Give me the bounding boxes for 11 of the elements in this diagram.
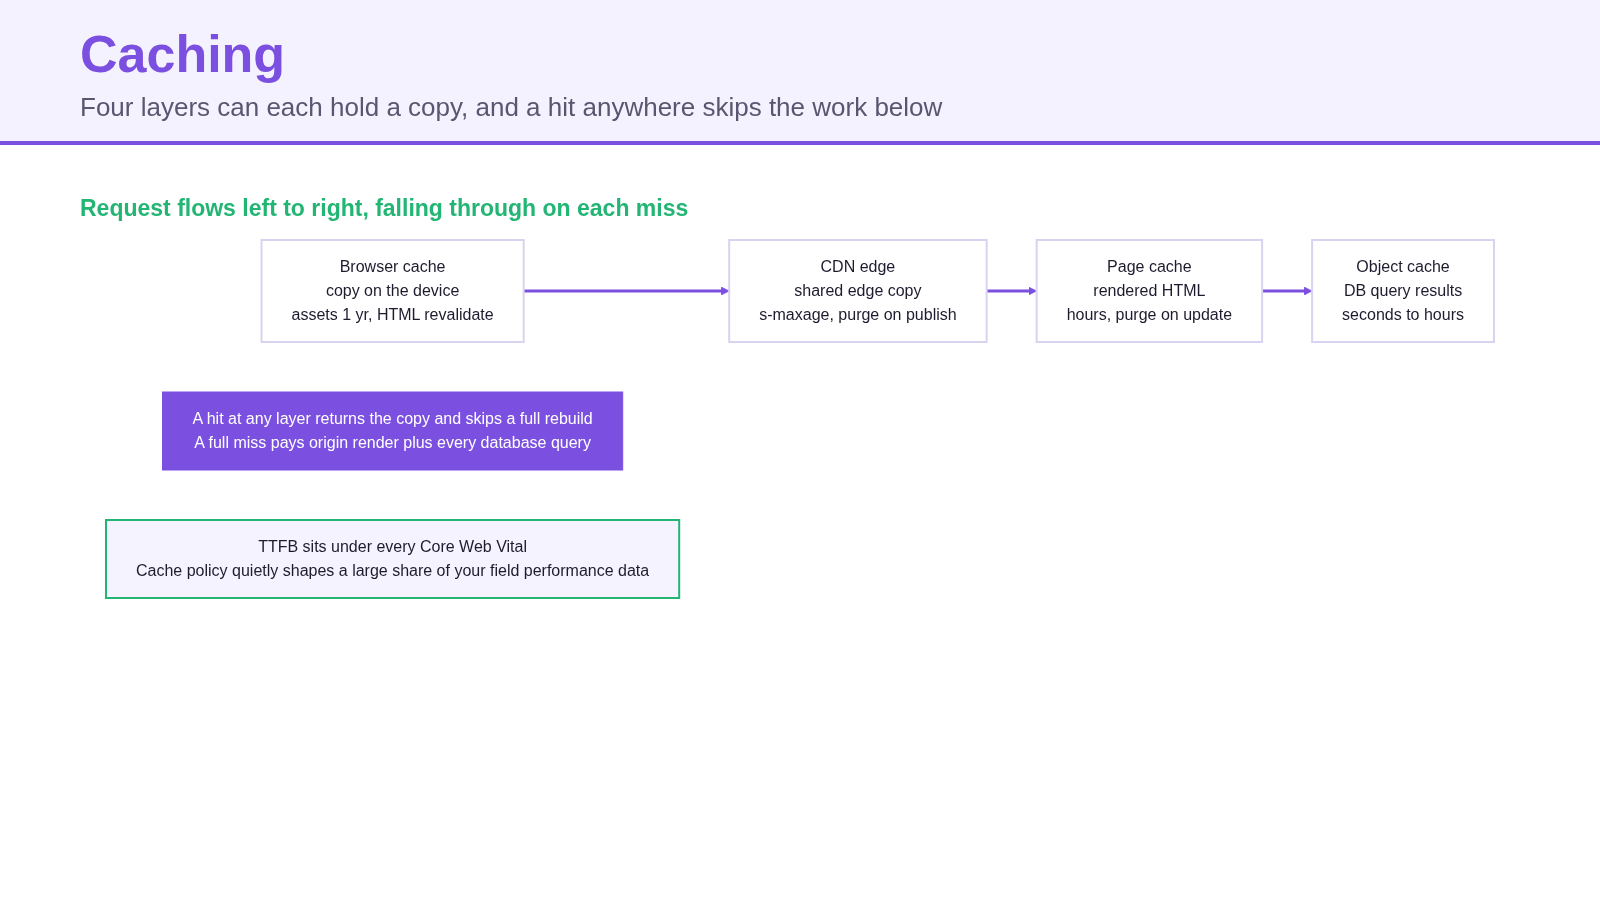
arrow bbox=[1262, 286, 1313, 296]
arrow bbox=[523, 286, 730, 296]
note: Request flows left to right, falling through on each miss bbox=[80, 195, 689, 222]
node-box: Page cache rendered HTML hours, purge on update bbox=[1035, 239, 1264, 343]
node-box: TTFB sits under every Core Web Vital Cache policy quietly shapes a large share of your field performance data bbox=[105, 519, 681, 599]
node-box: Object cache DB query results seconds to hours bbox=[1311, 239, 1495, 343]
title: Caching bbox=[80, 24, 286, 84]
subtitle: Four layers can each hold a copy, and a hit anywhere skips the work below bbox=[80, 92, 943, 123]
node-box: Browser cache copy on the device assets 1 yr, HTML revalidate bbox=[260, 239, 525, 343]
node-box: CDN edge shared edge copy s-maxage, purge on publish bbox=[728, 239, 988, 343]
node-box: A hit at any layer returns the copy and skips a full rebuild A full miss pays origin render plus every database query bbox=[162, 391, 624, 471]
